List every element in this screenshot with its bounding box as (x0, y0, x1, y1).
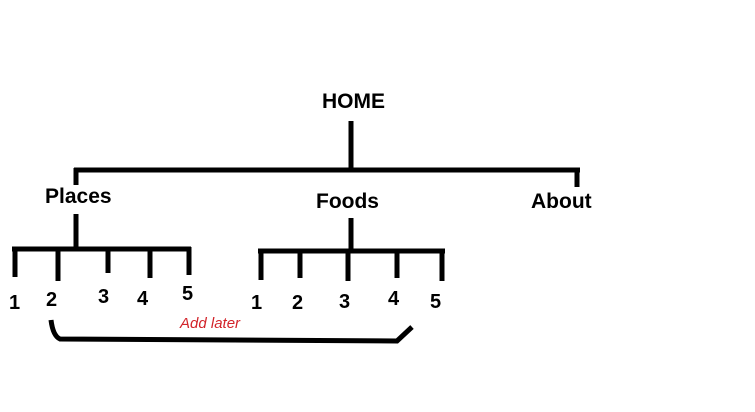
foods-child-label-1: 1 (251, 292, 262, 314)
root-node-label: HOME (322, 90, 385, 113)
add-later-note: Add later (179, 315, 241, 332)
foods-child-label-4: 4 (388, 288, 400, 310)
places-child-label-4: 4 (137, 288, 149, 310)
places-node-label: Places (45, 185, 112, 208)
foods-child-label-3: 3 (339, 291, 350, 313)
places-child-label-1: 1 (9, 292, 20, 314)
places-child-label-5: 5 (182, 283, 193, 305)
foods-node-label: Foods (316, 190, 379, 213)
about-node-label: About (531, 190, 592, 213)
foods-child-label-5: 5 (430, 291, 441, 313)
places-child-label-3: 3 (98, 286, 109, 308)
add-later-bracket (48, 319, 414, 344)
places-child-label-2: 2 (46, 289, 57, 311)
foods-child-label-2: 2 (292, 292, 303, 314)
